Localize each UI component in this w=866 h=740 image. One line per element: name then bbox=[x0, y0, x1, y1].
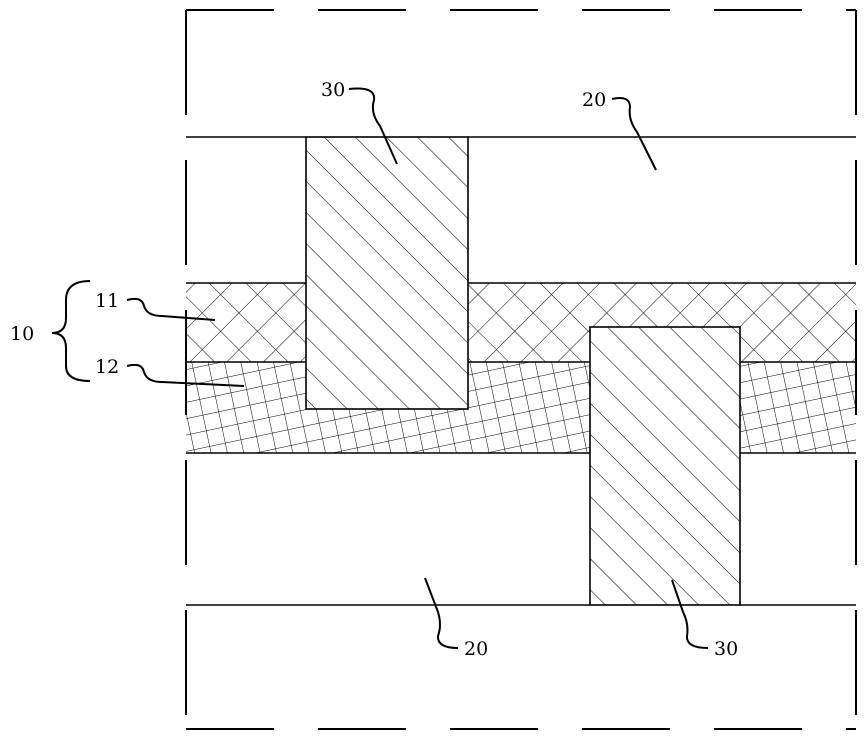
label-upper-30: 30 bbox=[321, 79, 345, 101]
label-lower-20: 20 bbox=[464, 638, 488, 660]
group-10-brace bbox=[51, 280, 91, 382]
label-11: 11 bbox=[95, 290, 119, 312]
label-lower-30: 30 bbox=[714, 638, 738, 660]
layer-boundaries bbox=[186, 136, 856, 606]
label-10: 10 bbox=[10, 323, 34, 345]
label-12: 12 bbox=[95, 356, 119, 378]
label-upper-20: 20 bbox=[582, 89, 606, 111]
leader-lines bbox=[126, 87, 709, 649]
layer-12 bbox=[186, 362, 856, 453]
layer-11 bbox=[186, 283, 856, 362]
